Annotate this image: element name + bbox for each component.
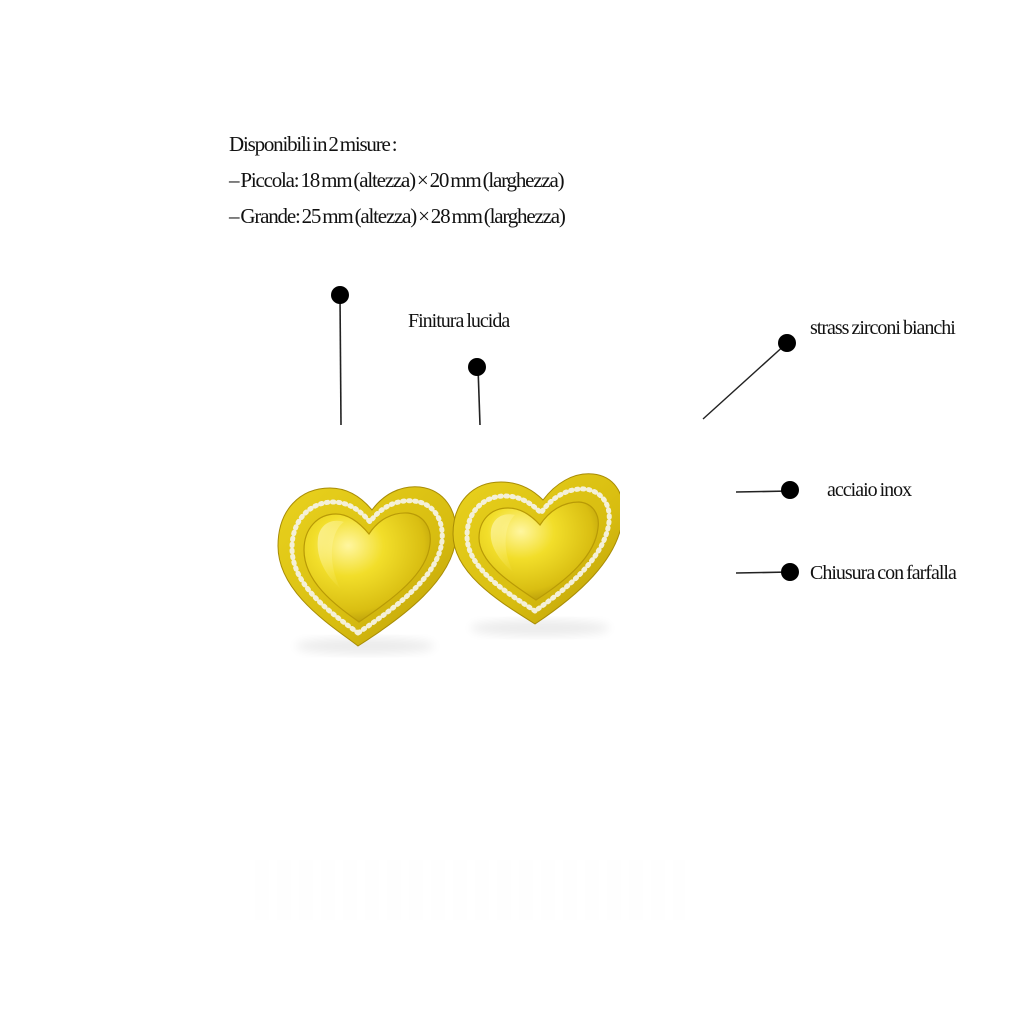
heart-earrings-image [277, 473, 620, 654]
right-earring [452, 473, 620, 636]
leader-line-left [339, 294, 342, 426]
label-closure: Chiusura con farfalla [810, 562, 957, 584]
faint-background-artifact [255, 860, 685, 920]
size-options: Disponibili in 2 misure : – Piccola: 18 … [229, 126, 566, 234]
label-stones: strass zirconi bianchi [810, 317, 956, 339]
leader-line-stones [702, 342, 788, 420]
size-small: – Piccola: 18 mm (altezza) × 20 mm (larg… [229, 168, 565, 192]
marker-dot-closure [781, 563, 799, 581]
label-finish: Finitura lucida [408, 310, 510, 332]
size-large: – Grande: 25 mm (altezza) × 28 mm (largh… [229, 204, 566, 228]
size-heading: Disponibili in 2 misure : [229, 132, 398, 156]
marker-dot-stones [778, 334, 796, 352]
label-material: acciaio inox [827, 479, 912, 501]
marker-dot-material [781, 481, 799, 499]
marker-dot-left [331, 286, 349, 304]
left-earring [277, 486, 457, 654]
marker-dot-finish [468, 358, 486, 376]
